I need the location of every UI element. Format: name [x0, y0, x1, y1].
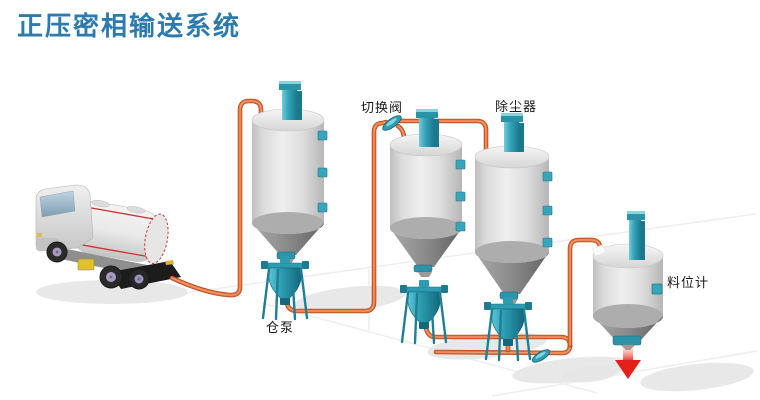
- level-gauge-sensor-icon: [651, 283, 663, 295]
- truck-wheels: [46, 241, 150, 290]
- receiving-bin-top-pipe-icon: [627, 211, 645, 260]
- label-bin-pump: 仓泵: [266, 320, 295, 335]
- label-level-gauge: 料位计: [667, 275, 710, 290]
- discharge-arrow-icon: [615, 344, 641, 379]
- bin-pump-2-icon: [398, 278, 450, 345]
- tanker-truck-icon: [35, 184, 181, 290]
- page-title: 正压密相输送系统: [17, 12, 242, 41]
- label-switch-valve: 切换阀: [361, 100, 404, 115]
- discharge-valve-icon: [531, 349, 551, 363]
- silo1-vent-icon: [279, 81, 302, 120]
- silo2-vent-icon: [416, 109, 439, 147]
- receiving-bin-icon: [591, 211, 664, 350]
- switch-valve-icon: [382, 115, 402, 131]
- storage-silo-2-icon: [389, 109, 466, 277]
- silo3-vent-icon: [501, 113, 524, 152]
- label-dust-collector: 除尘器: [495, 99, 538, 114]
- storage-silo-1-icon: [251, 81, 328, 264]
- dust-collector-silo-icon: [474, 113, 553, 304]
